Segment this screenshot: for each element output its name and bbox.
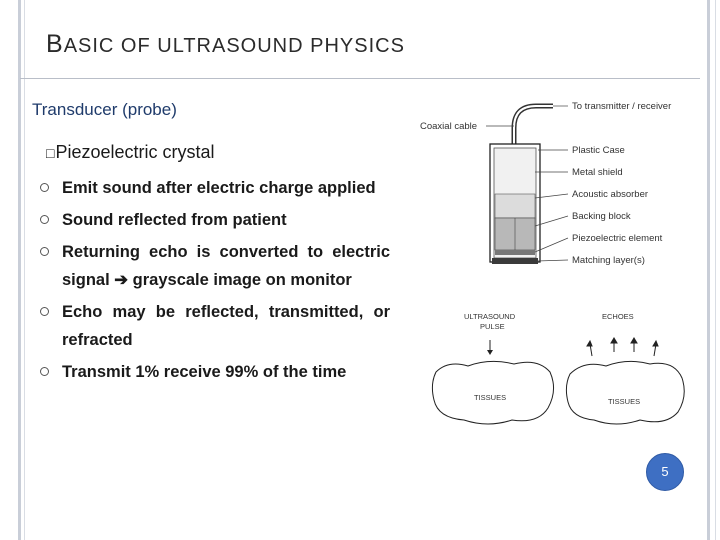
missing-glyph-box-icon: □	[46, 145, 55, 161]
label-metal-shield: Metal shield	[572, 167, 623, 178]
bullet-item: Transmit 1% receive 99% of the time	[40, 358, 390, 386]
slide-title: BASIC OF ULTRASOUND PHYSICS	[46, 30, 405, 59]
frame-left-line	[18, 0, 21, 540]
title-divider	[20, 78, 700, 79]
bullet-text-part: grayscale image on monitor	[128, 271, 352, 289]
section-heading: □Piezoelectric crystal	[46, 142, 215, 163]
bullet-circle-icon	[40, 367, 49, 376]
label-transmitter: To transmitter / receiver	[572, 101, 671, 112]
echo-diagram: ULTRASOUND PULSE ECHOES TISSUES TISSUES	[431, 312, 685, 425]
bullet-circle-icon	[40, 247, 49, 256]
label-acoustic-absorber: Acoustic absorber	[572, 189, 648, 200]
coaxial-cable-inner	[513, 105, 553, 146]
frame-left-line-inner	[24, 0, 25, 540]
bullet-circle-icon	[40, 307, 49, 316]
label-coaxial-cable: Coaxial cable	[420, 121, 477, 132]
bullet-list: Emit sound after electric charge applied…	[40, 174, 390, 390]
page-number-badge: 5	[646, 453, 684, 491]
label-plastic-case: Plastic Case	[572, 145, 625, 156]
frame-right-line	[707, 0, 710, 540]
label-tissues-right: TISSUES	[608, 397, 640, 406]
title-rest: ASIC OF ULTRASOUND PHYSICS	[63, 35, 405, 57]
matching-layer-shape	[492, 258, 538, 264]
bullet-item: Returning echo is converted to electric …	[40, 238, 390, 294]
title-first-letter: B	[46, 30, 64, 58]
slide-subtitle: Transducer (probe)	[32, 100, 177, 119]
tissue-blob-left	[431, 360, 554, 425]
acoustic-absorber-shape	[494, 193, 536, 219]
piezo-element-shape	[495, 250, 535, 255]
bullet-item: Emit sound after electric charge applied	[40, 174, 390, 202]
frame-right-line-inner	[715, 0, 716, 540]
bullet-text-part: Returning echo is converted to electric …	[62, 243, 390, 289]
label-backing-block: Backing block	[572, 211, 631, 222]
bullet-text: Transmit 1% receive 99% of the time	[62, 363, 347, 381]
label-matching-layer: Matching layer(s)	[572, 255, 645, 266]
section-heading-text: Piezoelectric crystal	[55, 142, 215, 162]
bullet-circle-icon	[40, 183, 49, 192]
transducer-diagram: To transmitter / receiver Coaxial cable …	[420, 101, 671, 266]
label-piezoelectric-element: Piezoelectric element	[572, 233, 663, 244]
right-arrow-icon: ➔	[114, 271, 129, 289]
pulse-arrowhead-icon	[487, 350, 493, 355]
label-ultrasound: ULTRASOUND	[464, 312, 516, 321]
bullet-text: Emit sound after electric charge applied	[62, 179, 376, 197]
bullet-item: Sound reflected from patient	[40, 206, 390, 234]
label-echoes: ECHOES	[602, 312, 634, 321]
echo-arrows-icon	[586, 337, 659, 357]
bullet-text: Sound reflected from patient	[62, 211, 287, 229]
label-pulse: PULSE	[480, 322, 505, 331]
bullet-item: Echo may be reflected, transmitted, or r…	[40, 298, 390, 354]
bullet-circle-icon	[40, 215, 49, 224]
bullet-text: Echo may be reflected, transmitted, or r…	[62, 303, 390, 349]
tissue-blob-right	[565, 360, 685, 425]
label-tissues-left: TISSUES	[474, 393, 506, 402]
